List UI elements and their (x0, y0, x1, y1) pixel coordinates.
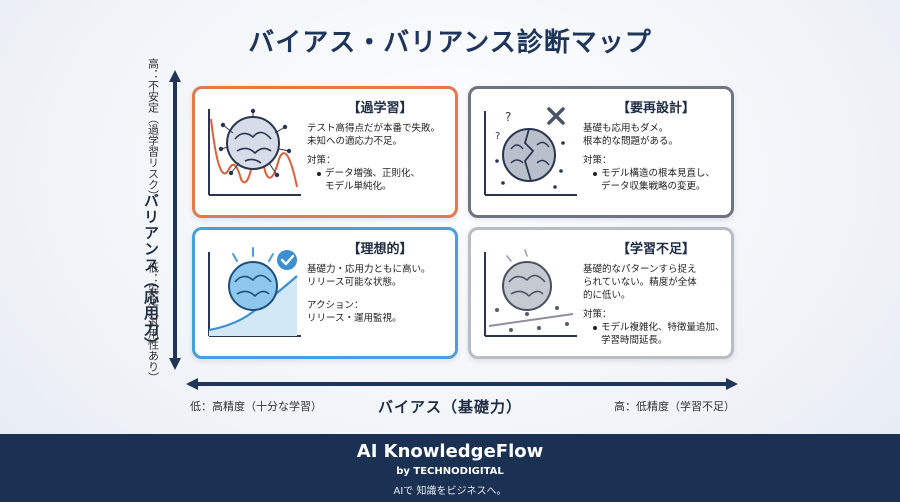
broken-brain-icon: ? ? (484, 107, 577, 196)
redesign-bullet-text: モデル構造の根本見直し、 (601, 168, 716, 179)
ideal-action-label: アクション： (307, 300, 364, 311)
bullet-dot-icon (317, 171, 321, 176)
quadrant-overfitting: 【過学習】 テスト高得点だが本番で失敗。 未知への適応力不足。 対策： データ増… (192, 86, 458, 218)
svg-text:?: ? (495, 131, 500, 142)
redesign-desc-line-1: 基礎も応用もダメ。 (583, 123, 669, 134)
ideal-title: 【理想的】 (347, 242, 413, 257)
underfit-bullet: モデル複雑化、特徴量追加、 (583, 321, 729, 334)
overfit-bullet-continued: モデル単純化。 (325, 181, 392, 192)
brand-name: AI KnowledgeFlow (356, 441, 544, 462)
redesign-title: 【要再設計】 (616, 101, 695, 116)
underfit-desc-line-2: られていない。精度が全体 (583, 277, 697, 288)
y-axis-bottom-label: 低：安定（汎用性あり） (146, 262, 160, 383)
overfit-bullet-text: データ増強、正則化、 (325, 168, 421, 179)
brand-tagline: AIで 知識をビジネスへ。 (393, 486, 507, 497)
quadrant-underfitting: 【学習不足】 基礎的なパターンすら捉え られていない。精度が全体 的に低い。 対… (468, 227, 734, 359)
redesign-bullet-continued: データ収集戦略の変更。 (601, 181, 706, 192)
overfit-title: 【過学習】 (347, 101, 413, 116)
underfit-desc-line-1: 基礎的なパターンすら捉え (583, 264, 697, 275)
redesign-desc-line-2: 根本的な問題がある。 (583, 136, 679, 147)
overfit-bullet: データ増強、正則化、 (307, 167, 453, 180)
overfit-desc-line-1: テスト高得点だが本番で失敗。 (307, 123, 441, 134)
y-axis-top-label: 高：不安定（過学習リスク） (146, 58, 160, 201)
underfit-bullet-text: モデル複雑化、特徴量追加、 (601, 322, 725, 333)
bullet-dot-icon (593, 325, 597, 330)
redesign-bullet: モデル構造の根本見直し、 (583, 167, 729, 180)
y-axis-arrow (169, 70, 181, 370)
ideal-action-text: リリース・運用監視。 (307, 313, 402, 324)
ideal-desc-line-1: 基礎力・応用力ともに高い。 (307, 264, 431, 275)
bullet-dot-icon (593, 171, 597, 176)
quadrant-redesign: ? ? 【要再設計】 基礎も応用もダメ。 根本的な問題がある。 対策： モデル構… (468, 86, 734, 218)
brand-byline: by TECHNODIGITAL (396, 466, 504, 477)
y-axis-title: バリアンス（応用力） (142, 193, 160, 353)
x-axis-arrow (186, 378, 738, 390)
overfit-countermeasure-label: 対策： (307, 155, 336, 166)
x-axis-title: バイアス（基礎力） (377, 398, 522, 416)
overfit-desc-line-2: 未知への適応力不足。 (307, 136, 403, 147)
underfit-desc-line-3: 的に低い。 (583, 290, 631, 301)
overfit-brain-icon (208, 108, 301, 196)
dim-brain-icon (484, 249, 577, 337)
footer-banner (0, 434, 900, 502)
x-axis-left-label: 低：高精度（十分な学習） (190, 400, 322, 413)
quadrant-ideal: 【理想的】 基礎力・応用力ともに高い。 リリース可能な状態。 アクション： リリ… (192, 227, 458, 359)
x-axis-right-label: 高：低精度（学習不足） (614, 400, 735, 413)
healthy-brain-icon (208, 247, 301, 337)
redesign-countermeasure-label: 対策： (583, 155, 612, 166)
svg-text:?: ? (505, 110, 511, 124)
underfit-countermeasure-label: 対策： (583, 309, 612, 320)
underfit-title: 【学習不足】 (616, 242, 695, 257)
ideal-desc-line-2: リリース可能な状態。 (307, 277, 402, 288)
underfit-bullet-continued: 学習時間延長。 (601, 335, 668, 346)
page-title: バイアス・バリアンス診断マップ (248, 28, 652, 58)
